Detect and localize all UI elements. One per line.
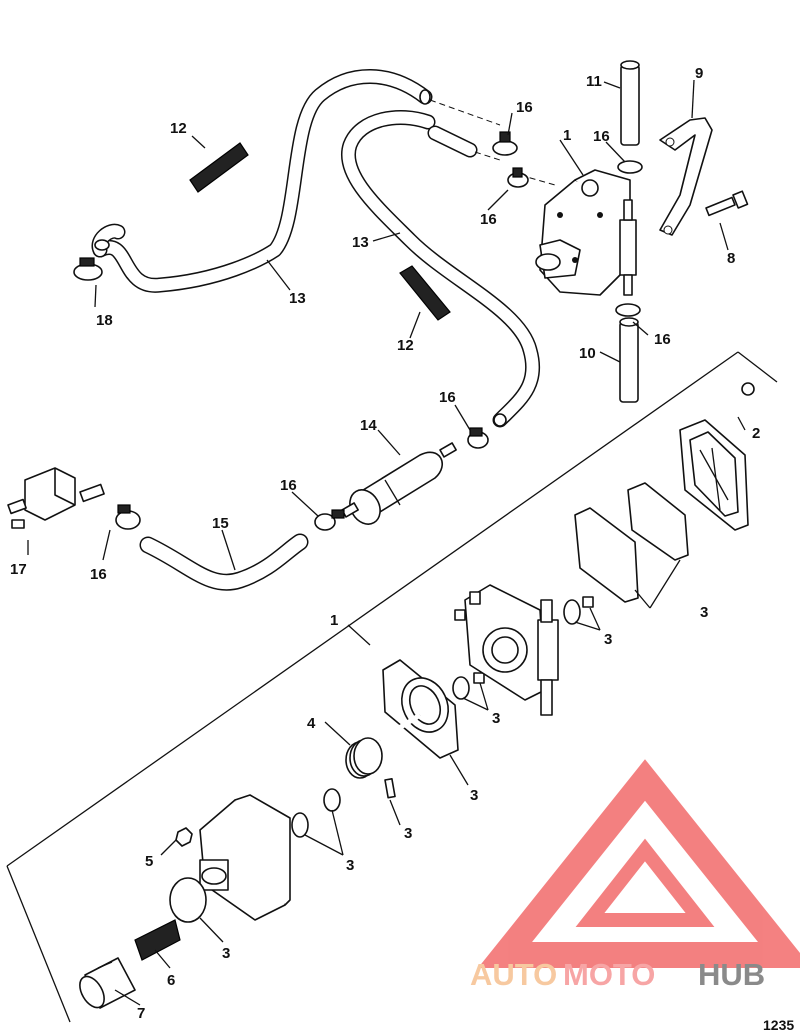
callout-6: 6 [167,972,175,989]
callout-12-top: 12 [170,120,187,137]
watermark-logo [477,759,800,968]
nut-5 [175,827,193,847]
o-ring-a [291,812,309,838]
protective-sleeve-12-mid [399,265,451,321]
assembly-frame [6,351,778,1023]
callout-17: 17 [10,561,27,578]
spring-4 [345,737,383,779]
hose-clamp-16-c [507,167,529,188]
callout-3-valve-a: 3 [604,631,612,648]
callout-3-oring-large: 3 [222,945,230,962]
callout-16-e: 16 [439,389,456,406]
diaphragm-plate [378,659,459,759]
callout-16-g: 16 [90,566,107,583]
pump-body [454,584,559,716]
callout-4: 4 [307,715,316,732]
callout-11: 10 [579,345,596,362]
callout-16-c: 16 [480,211,497,228]
callout-labels: 11 9 12 1 16 16 16 13 13 18 12 10 16 8 2… [10,65,760,1022]
bracket-8 [659,117,713,236]
callout-15: 15 [212,515,229,532]
watermark-hub: HUB [698,957,765,992]
callout-3-orings: 3 [346,857,354,874]
fuel-hose-13-right [341,109,541,428]
pin [384,777,396,799]
check-valve-a [582,596,594,608]
o-ring-large [169,877,207,923]
fuel-hose-15 [139,533,309,591]
watermark-text: AUTO MOTO HUB [470,957,765,992]
callout-13-a: 13 [289,290,306,307]
hose-11 [619,317,639,403]
fuel-connector-17 [7,467,105,529]
fuel-hose-13-left [91,69,433,293]
check-valve-washer-a [563,599,581,625]
callout-16-f: 16 [280,477,297,494]
callout-10: 11 [586,73,602,90]
hose-clamp-18 [73,257,103,281]
callout-16-d: 16 [654,331,671,348]
diagram-code: 1235 [763,1017,794,1033]
callout-12-mid: 12 [397,337,414,354]
watermark-moto: MOTO [563,957,655,992]
leader-lines [27,79,746,1006]
callout-8: 9 [695,65,703,82]
o-ring-b [323,788,341,812]
check-valve-washer-b [452,676,470,700]
gasket-outer [627,482,689,561]
hose-10 [620,60,640,146]
callout-16-b: 16 [593,128,610,145]
hose-clamp-16-e [467,427,489,449]
short-hose-piece [427,99,556,186]
callout-2: 2 [752,425,760,442]
hose-clamp-16-d [615,303,641,317]
callout-5: 5 [145,853,153,870]
fuel-pump-assembly-top [535,169,637,296]
callout-3-valve-b: 3 [492,710,500,727]
hose-clamp-16-a [492,131,518,156]
pump-base-body [199,794,291,921]
fuel-filter-14 [341,442,457,525]
callout-3-diaphragm: 3 [470,787,478,804]
check-valve-b [473,672,485,684]
bolt-9 [705,190,749,217]
callout-3-gaskets: 3 [700,604,708,621]
protective-sleeve-12-top [189,142,249,193]
callout-1-group: 1 [330,612,338,629]
watermark-auto: AUTO [470,957,557,992]
hose-clamp-16-b [617,160,643,174]
spring-6 [134,919,181,961]
pump-cover-plate [679,419,749,531]
gasket-inner [574,507,639,603]
callout-9: 8 [727,250,735,267]
callout-1-top: 1 [563,127,571,144]
callout-3-pin: 3 [404,825,412,842]
hose-clamp-16-g [115,504,141,530]
plunger-7 [79,957,136,1009]
callout-16-a: 16 [516,99,533,116]
callout-13-b: 13 [352,234,369,251]
hose-clamp-16-f [314,509,345,531]
callout-18: 18 [96,312,113,329]
callout-7: 7 [137,1005,145,1022]
callout-14: 14 [360,417,377,434]
